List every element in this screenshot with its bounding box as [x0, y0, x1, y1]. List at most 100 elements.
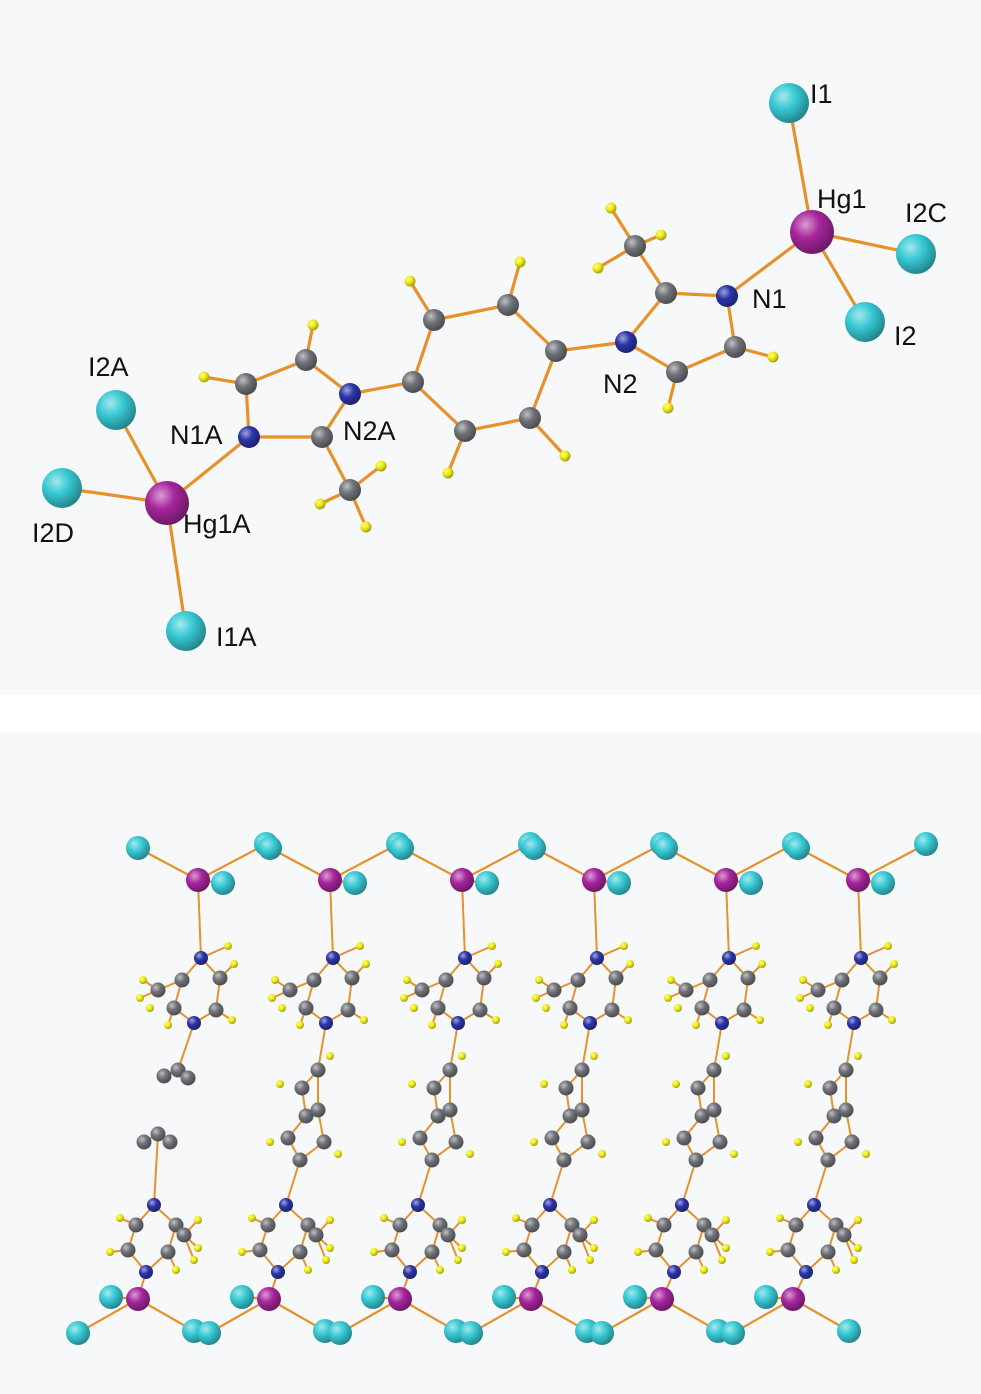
carbon-atom	[556, 1244, 572, 1260]
hydrogen-atom	[278, 1004, 286, 1012]
carbon-atom	[128, 1217, 144, 1233]
iodine-atom	[459, 1321, 483, 1345]
hydrogen-atom	[832, 1266, 840, 1274]
carbon-atom	[724, 336, 746, 358]
hydrogen-atom	[620, 942, 628, 950]
carbon-atom	[298, 1000, 314, 1016]
hydrogen-atom	[560, 1021, 568, 1029]
hydrogen-atom	[722, 1052, 730, 1060]
bond	[681, 1159, 697, 1206]
hydrogen-atom	[307, 319, 319, 331]
bond	[196, 842, 268, 882]
carbon-atom	[608, 970, 624, 986]
hydrogen-atom	[442, 467, 454, 479]
hydrogen-atom	[722, 1216, 730, 1224]
iodine-atom	[754, 1285, 778, 1309]
bond	[463, 416, 532, 433]
hydrogen-atom	[488, 942, 496, 950]
carbon-atom	[438, 972, 454, 988]
iodine-atom	[343, 871, 367, 895]
carbon-atom	[844, 1134, 860, 1150]
hydrogen-atom	[266, 1138, 274, 1146]
nitrogen-atom	[319, 1016, 333, 1030]
hydrogen-atom	[530, 1138, 538, 1146]
iodine-atom	[914, 832, 938, 856]
atom-labels: I1 Hg1 I2C N1 I2 N2 I2A N1A N2A I2D Hg1A…	[32, 79, 947, 652]
nitrogen-atom	[279, 1198, 293, 1212]
hydrogen-atom	[458, 1052, 466, 1060]
hydrogen-atom	[436, 1266, 444, 1274]
bond	[506, 303, 558, 353]
iodine-atom	[361, 1285, 385, 1309]
carbon-atom	[826, 1000, 842, 1016]
atom-layer	[66, 832, 938, 1345]
iodine-atom	[197, 1321, 221, 1345]
bond	[845, 1022, 855, 1071]
carbon-atom	[472, 1002, 488, 1018]
hydrogen-atom	[326, 1052, 334, 1060]
bond	[328, 842, 400, 882]
carbon-atom	[822, 1080, 838, 1096]
carbon-atom	[440, 1227, 456, 1243]
hydrogen-atom	[116, 1214, 124, 1222]
label-i2c: I2C	[905, 198, 947, 228]
bond	[713, 1022, 723, 1071]
carbon-atom	[820, 1244, 836, 1260]
carbon-atom	[570, 972, 586, 988]
hydrogen-atom	[164, 1021, 172, 1029]
iodine-atom	[739, 871, 763, 895]
hydrogen-atom	[492, 1016, 500, 1024]
hydrogen-atom	[888, 1016, 896, 1024]
bond	[592, 842, 664, 882]
hydrogen-atom	[850, 1256, 858, 1264]
bond	[724, 842, 796, 882]
hydrogen-atom	[662, 1138, 670, 1146]
hydrogen-atom	[172, 1266, 180, 1274]
label-i2d: I2D	[32, 518, 74, 548]
hydrogen-atom	[674, 1004, 682, 1012]
bond	[528, 349, 558, 420]
label-i1a: I1A	[216, 622, 257, 652]
hydrogen-atom	[758, 960, 766, 968]
hydrogen-atom	[884, 942, 892, 950]
nitrogen-atom	[716, 285, 738, 307]
iodine-atom	[211, 871, 235, 895]
hydrogen-atom	[590, 1244, 598, 1252]
bond	[329, 879, 334, 959]
label-i2: I2	[894, 321, 917, 351]
iodine-atom	[390, 836, 414, 860]
hydrogen-atom	[592, 262, 604, 274]
hydrogen-atom	[139, 976, 147, 984]
carbon-atom	[423, 309, 445, 331]
hydrogen-atom	[692, 1021, 700, 1029]
bond	[461, 879, 466, 959]
hydrogen-atom	[502, 1248, 510, 1256]
nitrogen-atom	[583, 1016, 597, 1030]
bond	[317, 1022, 327, 1071]
label-hg1a: Hg1A	[183, 509, 251, 539]
carbon-atom	[838, 1102, 854, 1118]
carbon-atom	[545, 340, 567, 362]
label-hg1: Hg1	[817, 184, 867, 214]
hydrogen-atom	[230, 960, 238, 968]
hydrogen-atom	[559, 450, 571, 462]
iodine-atom	[769, 83, 809, 123]
bond	[725, 879, 730, 959]
nitrogen-atom	[590, 951, 604, 965]
iodine-atom	[42, 468, 82, 508]
carbon-atom	[712, 1134, 728, 1150]
iodine-atom	[786, 836, 810, 860]
hydrogen-atom	[854, 1216, 862, 1224]
carbon-atom	[820, 1152, 836, 1168]
hydrogen-atom	[662, 402, 674, 414]
hydrogen-atom	[248, 1214, 256, 1222]
carbon-atom	[676, 1130, 692, 1146]
carbon-atom	[310, 1102, 326, 1118]
hydrogen-atom	[398, 1138, 406, 1146]
hydrogen-atom	[494, 960, 502, 968]
hydrogen-atom	[718, 1256, 726, 1264]
carbon-atom	[574, 1062, 590, 1078]
carbon-atom	[292, 1244, 308, 1260]
label-n1a: N1A	[170, 420, 223, 450]
nitrogen-atom	[451, 1016, 465, 1030]
